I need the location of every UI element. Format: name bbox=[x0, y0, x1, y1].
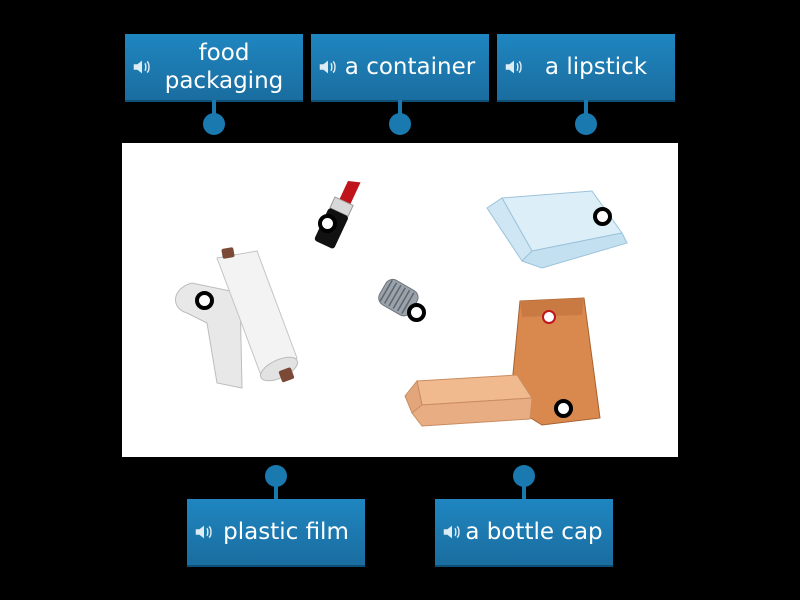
anchor-pin bbox=[203, 113, 225, 135]
label-text: food packaging bbox=[164, 40, 284, 94]
label-text: a container bbox=[344, 54, 476, 80]
drop-target-plastic-film[interactable] bbox=[195, 291, 214, 310]
drop-target-bottle-cap[interactable] bbox=[407, 303, 426, 322]
label-tile-food-packaging[interactable]: food packaging bbox=[125, 34, 303, 100]
anchor-pin bbox=[575, 113, 597, 135]
label-text: a lipstick bbox=[544, 54, 648, 80]
label-text: plastic film bbox=[223, 519, 349, 545]
label-tile-a-bottle-cap[interactable]: a bottle cap bbox=[435, 499, 613, 565]
label-tile-plastic-film[interactable]: plastic film bbox=[187, 499, 365, 565]
speaker-icon[interactable] bbox=[317, 56, 339, 78]
label-text: a bottle cap bbox=[465, 519, 603, 545]
speaker-icon[interactable] bbox=[193, 521, 215, 543]
label-tile-a-container[interactable]: a container bbox=[311, 34, 489, 100]
drop-target-lipstick[interactable] bbox=[318, 214, 337, 233]
drop-target-container[interactable] bbox=[593, 207, 612, 226]
speaker-icon[interactable] bbox=[503, 56, 525, 78]
speaker-icon[interactable] bbox=[131, 56, 153, 78]
lipstick-image bbox=[314, 180, 361, 249]
anchor-pin bbox=[265, 465, 287, 487]
image-board bbox=[122, 143, 678, 457]
anchor-pin bbox=[389, 113, 411, 135]
food-box-image bbox=[404, 374, 533, 427]
speaker-icon[interactable] bbox=[441, 521, 463, 543]
container-image bbox=[486, 190, 628, 269]
label-tile-a-lipstick[interactable]: a lipstick bbox=[497, 34, 675, 100]
drop-target-food-packaging[interactable] bbox=[554, 399, 573, 418]
anchor-pin bbox=[513, 465, 535, 487]
plastic-film-image bbox=[175, 247, 299, 389]
